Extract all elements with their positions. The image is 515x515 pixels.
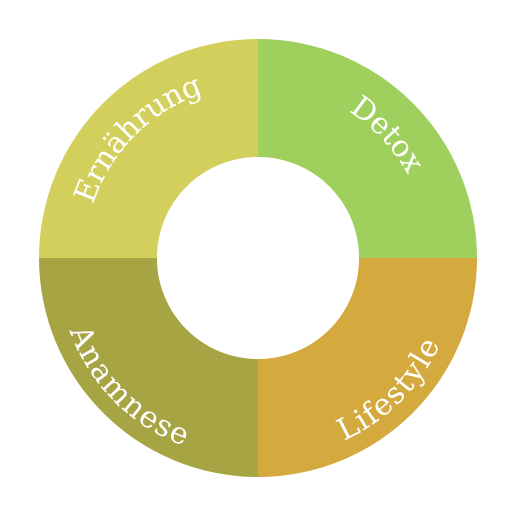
donut-hole [157,157,359,359]
segment-detox [258,39,477,258]
segment-lifestyle [258,258,477,477]
segment-anamnese [39,258,258,477]
donut-segments [39,39,477,477]
segment-ernaehrung [39,39,258,258]
